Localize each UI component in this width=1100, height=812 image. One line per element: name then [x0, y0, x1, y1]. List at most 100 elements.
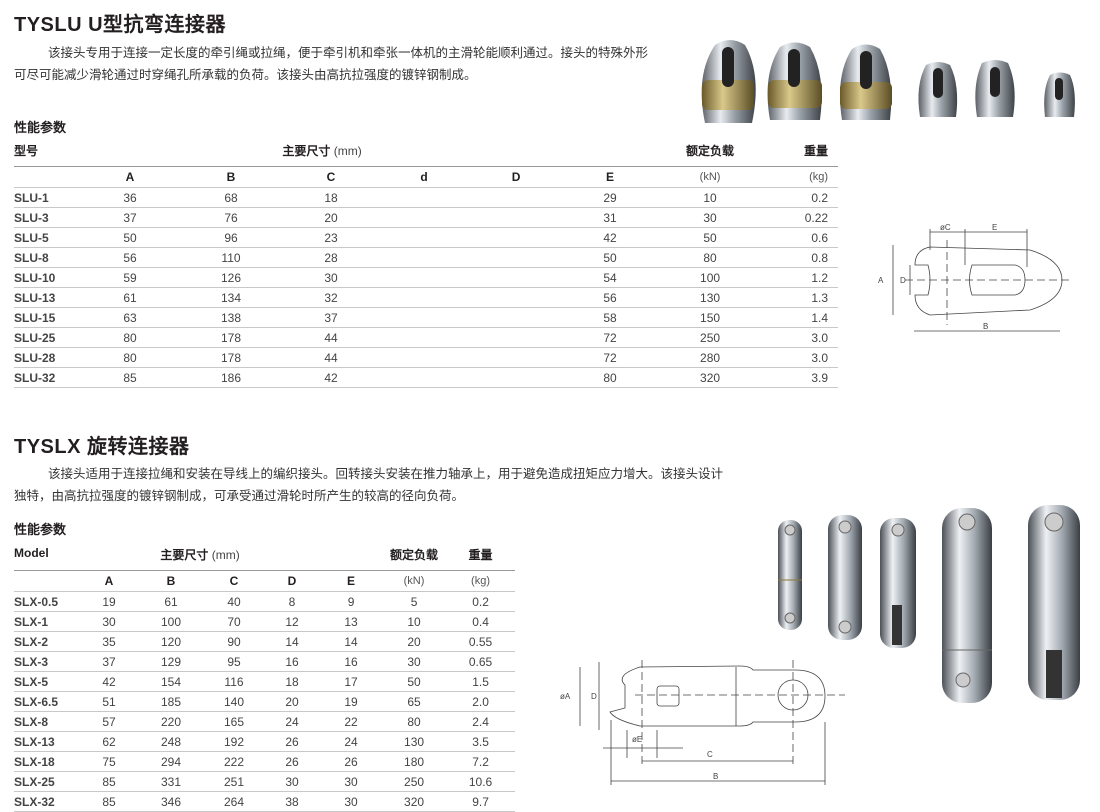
- model-cell: SLU-5: [14, 227, 94, 248]
- value-cell: 178: [166, 327, 296, 348]
- value-cell: 32: [296, 287, 366, 308]
- value-cell: 76: [166, 207, 296, 228]
- u-connector-3: [839, 44, 892, 120]
- column-header: D: [264, 570, 321, 592]
- value-cell: 95: [204, 651, 264, 672]
- value-cell: 56: [94, 247, 166, 268]
- value-cell: 28: [296, 247, 366, 268]
- value-cell: 42: [296, 367, 366, 388]
- column-header: (kN): [382, 570, 447, 592]
- column-header: (kN): [670, 166, 751, 188]
- model-cell: SLU-10: [14, 267, 94, 288]
- value-cell: 3.0: [750, 327, 839, 348]
- diagram-label-c: C: [707, 750, 713, 759]
- header-weight: 重量: [446, 546, 516, 571]
- model-cell: SLX-3: [14, 651, 80, 672]
- model-cell: SLX-13: [14, 731, 80, 752]
- model-cell: SLX-8: [14, 711, 80, 732]
- value-cell: 185: [138, 691, 204, 712]
- value-cell: 26: [320, 751, 383, 772]
- value-cell: 9.7: [446, 791, 516, 812]
- value-cell: 140: [204, 691, 264, 712]
- column-header: d: [366, 166, 482, 188]
- header-model: 型号: [14, 142, 94, 167]
- value-cell: 18: [264, 671, 321, 692]
- value-cell: 126: [166, 267, 296, 288]
- swivel-4: [942, 508, 992, 703]
- value-cell: 30: [264, 771, 321, 792]
- value-cell: 36: [94, 187, 166, 208]
- value-cell: 37: [296, 307, 366, 328]
- value-cell: 18: [296, 187, 366, 208]
- value-cell: 30: [320, 771, 383, 792]
- value-cell: 20: [382, 631, 447, 652]
- diagram-label-e: E: [992, 223, 997, 232]
- value-cell: [366, 227, 482, 248]
- value-cell: 120: [138, 631, 204, 652]
- value-cell: 42: [80, 671, 138, 692]
- value-cell: 0.4: [446, 611, 516, 632]
- value-cell: 80: [94, 327, 166, 348]
- value-cell: 61: [138, 591, 204, 612]
- value-cell: 0.22: [750, 207, 839, 228]
- value-cell: 130: [670, 287, 751, 308]
- swivel-2: [828, 515, 862, 640]
- value-cell: 44: [296, 327, 366, 348]
- model-cell: SLU-32: [14, 367, 94, 388]
- value-cell: 8: [264, 591, 321, 612]
- value-cell: 129: [138, 651, 204, 672]
- model-cell: SLX-0.5: [14, 591, 80, 612]
- value-cell: 192: [204, 731, 264, 752]
- value-cell: 22: [320, 711, 383, 732]
- value-cell: 3.5: [446, 731, 516, 752]
- u-connector-1: [701, 40, 756, 123]
- value-cell: 280: [670, 347, 751, 368]
- slu-description: 该接头专用于连接一定长度的牵引绳或拉绳，便于牵引机和牵张一体机的主滑轮能顺利通过…: [14, 46, 649, 82]
- value-cell: 59: [94, 267, 166, 288]
- swivel-5: [1028, 505, 1080, 700]
- value-cell: 70: [204, 611, 264, 632]
- diagram-label-a: A: [878, 276, 884, 285]
- value-cell: 80: [94, 347, 166, 368]
- value-cell: 320: [670, 367, 751, 388]
- slx-dimension-diagram: øA D øE C B: [560, 660, 845, 785]
- column-header: C: [296, 166, 366, 188]
- value-cell: 80: [670, 247, 751, 268]
- value-cell: 0.65: [446, 651, 516, 672]
- value-cell: 320: [382, 791, 447, 812]
- value-cell: 100: [670, 267, 751, 288]
- model-cell: SLU-8: [14, 247, 94, 268]
- model-cell: SLX-2: [14, 631, 80, 652]
- diagram-label-b: B: [983, 322, 988, 331]
- value-cell: 85: [80, 791, 138, 812]
- u-connector-6: [1044, 72, 1075, 117]
- value-cell: 54: [550, 267, 671, 288]
- value-cell: 30: [320, 791, 383, 812]
- value-cell: 100: [138, 611, 204, 632]
- value-cell: 1.4: [750, 307, 839, 328]
- header-weight: 重量: [750, 142, 839, 167]
- value-cell: 72: [550, 327, 671, 348]
- value-cell: 10: [382, 611, 447, 632]
- value-cell: 5: [382, 591, 447, 612]
- value-cell: 85: [80, 771, 138, 792]
- value-cell: 186: [166, 367, 296, 388]
- value-cell: 90: [204, 631, 264, 652]
- value-cell: [366, 187, 482, 208]
- header-model: Model: [14, 546, 80, 571]
- slu-title: TYSLU U型抗弯连接器: [14, 14, 227, 36]
- value-cell: [482, 247, 551, 268]
- value-cell: 150: [670, 307, 751, 328]
- value-cell: 14: [264, 631, 321, 652]
- model-cell: SLU-3: [14, 207, 94, 228]
- value-cell: 35: [80, 631, 138, 652]
- value-cell: 20: [296, 207, 366, 228]
